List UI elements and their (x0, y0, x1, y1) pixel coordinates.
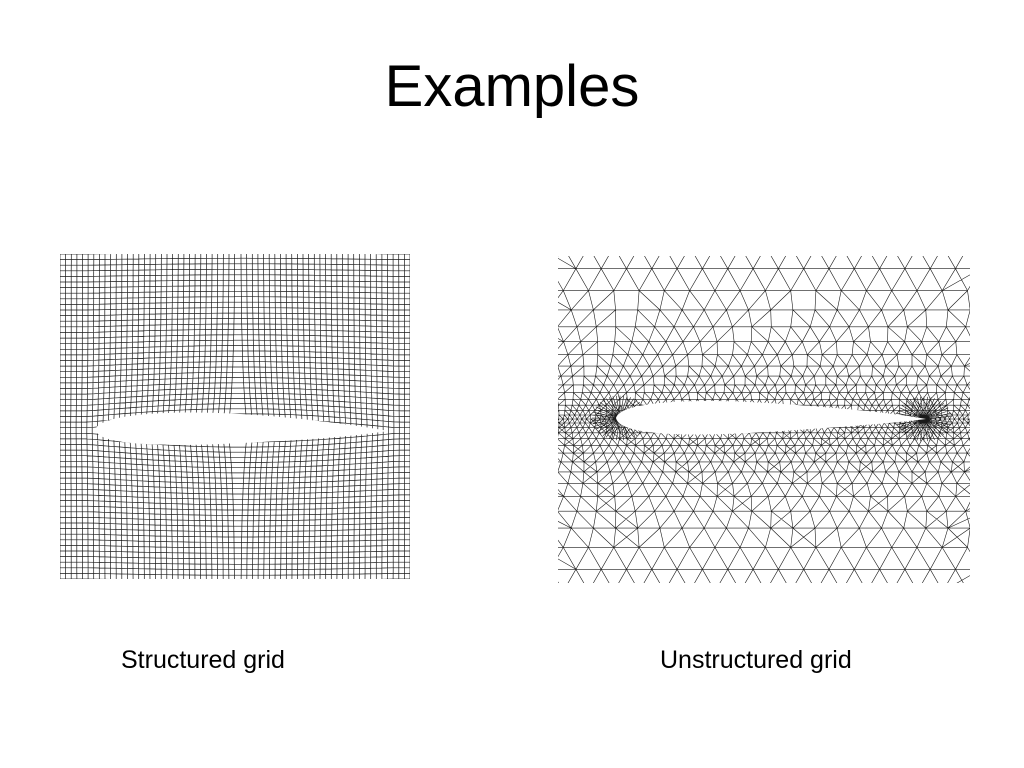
structured-grid-caption: Structured grid (121, 646, 285, 674)
unstructured-grid-mesh (558, 256, 970, 583)
unstructured-grid-figure (558, 256, 970, 583)
airfoil-shape (616, 400, 926, 435)
slide-title: Examples (384, 54, 640, 119)
structured-grid-mesh (60, 254, 410, 579)
unstructured-grid-caption: Unstructured grid (660, 646, 852, 674)
airfoil-shape (95, 412, 388, 445)
structured-grid-figure (60, 254, 410, 579)
